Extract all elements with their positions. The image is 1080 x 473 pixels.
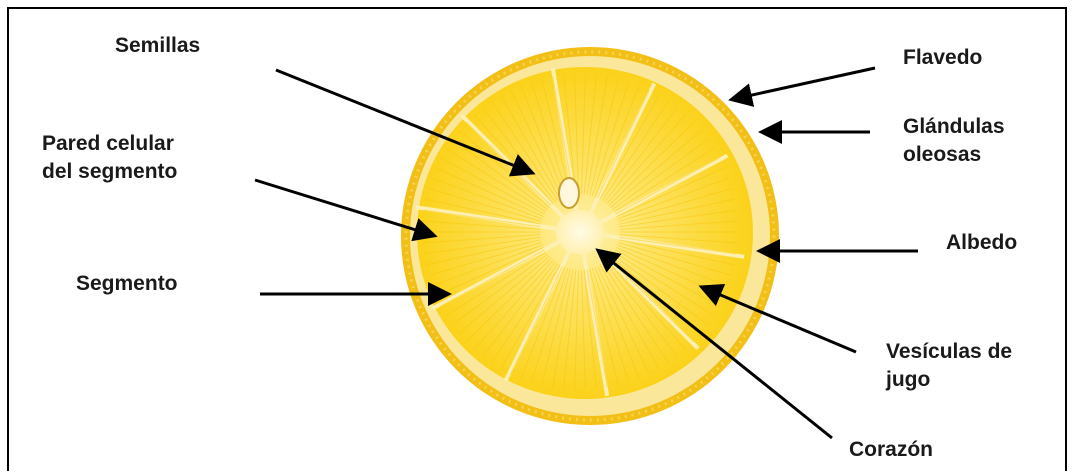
label-glandulas-oleosas: Glándulas oleosas <box>903 113 1005 169</box>
label-vesiculas-de-jugo: Vesículas de jugo <box>886 338 1012 394</box>
label-pared-celular: Pared celular del segmento <box>42 130 177 186</box>
label-segmento: Segmento <box>76 270 178 298</box>
label-corazon: Corazón <box>849 436 933 464</box>
seed <box>559 178 579 208</box>
label-semillas: Semillas <box>115 32 200 60</box>
label-flavedo: Flavedo <box>903 44 982 72</box>
core <box>556 210 604 254</box>
lemon-slice <box>401 47 779 425</box>
label-albedo: Albedo <box>946 229 1017 257</box>
arrow-flavedo <box>734 68 875 99</box>
